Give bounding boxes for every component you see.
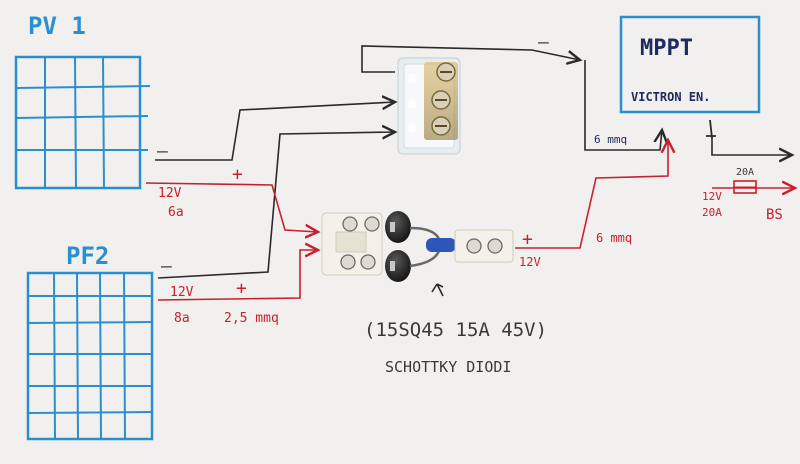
solar-panel-pf2 [26,271,154,441]
schottky-diode-icon [385,211,411,282]
bs-label: BS [766,207,783,223]
bs-voltage-label: 12V [702,190,722,203]
pf2-section-label: 2,5 mmq [224,311,279,326]
mppt-brand: VICTRON EN. [631,90,710,104]
diode-terminal-left [321,212,383,276]
terminal-block-icon [397,57,461,155]
diode-terminal-right [454,229,514,263]
pf1-voltage-label: 12V [158,186,182,201]
pf1-label: PV 1 [28,12,86,40]
fuse-rating-label: 20A [736,167,754,178]
solar-panel-pf1 [14,55,151,190]
bs-current-label: 20A [702,206,722,219]
pf2-current-label: 8a [174,311,190,326]
pf2-label: PF2 [66,242,109,270]
diode-model-caption: (15SQ45 15A 45V) [364,319,547,341]
mppt-label: MPPT [640,36,693,61]
out-section-label: 6 mmq [596,231,632,245]
mppt-controller [619,15,761,114]
out-voltage-label: 12V [519,255,541,269]
pf2-minus-sign: – [161,256,172,277]
pf1-plus-sign: + [232,164,243,185]
pf1-current-label: 6a [168,205,184,220]
neg-section-label: 6 mmq [594,133,627,146]
diode-pointer-arrow [431,283,444,297]
out-plus-sign: + [522,229,533,250]
diode-type-caption: SCHOTTKY DIODI [385,358,511,376]
positive-wires [145,140,795,301]
pf1-minus-sign: – [157,141,168,162]
pf2-plus-sign: + [236,278,247,299]
crimp-connector [426,238,456,252]
mppt-minus-sign: – [538,32,549,53]
fuse-icon [733,180,757,194]
pf2-voltage-label: 12V [170,285,194,300]
